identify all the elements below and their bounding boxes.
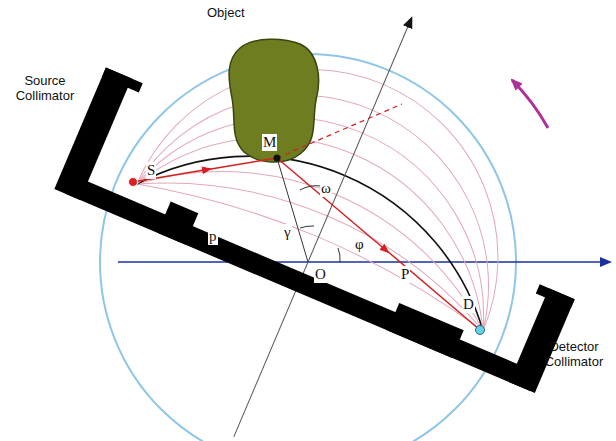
base-plate bbox=[65, 175, 538, 391]
detector-collimator-step bbox=[388, 303, 464, 358]
incident-extension bbox=[277, 104, 402, 158]
angle-label: γ bbox=[283, 224, 292, 241]
detector-collimator-lip bbox=[536, 284, 575, 308]
detector-point bbox=[476, 326, 485, 335]
angle-mark bbox=[300, 226, 314, 228]
source-point bbox=[129, 178, 138, 187]
point-label: S bbox=[146, 162, 156, 179]
collimator-label: Source Collimator bbox=[10, 74, 80, 104]
point-label: M bbox=[262, 134, 277, 151]
scattered-ray bbox=[277, 158, 388, 252]
scattered-ray bbox=[386, 250, 480, 330]
angle-label: ω bbox=[320, 180, 332, 197]
angle-label: φ bbox=[354, 236, 365, 253]
collimator-label: Detector Collimator bbox=[536, 340, 612, 370]
incident-ray bbox=[208, 158, 277, 170]
angle-mark bbox=[300, 186, 321, 190]
horizontal-axis bbox=[118, 261, 610, 263]
rotation-arrow bbox=[512, 80, 548, 128]
incident-ray bbox=[133, 169, 210, 182]
radius-line bbox=[277, 158, 308, 262]
dimension-label: p bbox=[208, 228, 218, 245]
point-label: D bbox=[462, 296, 475, 313]
scatter-point bbox=[274, 155, 281, 162]
dimension-label: P bbox=[400, 266, 410, 283]
source-collimator-step bbox=[157, 202, 198, 245]
source-collimator-lip bbox=[102, 68, 143, 93]
point-label: O bbox=[314, 266, 327, 283]
angle-mark bbox=[338, 248, 340, 262]
object-blob bbox=[229, 39, 319, 162]
source-collimator bbox=[54, 68, 131, 200]
object-label: Object bbox=[207, 6, 245, 21]
